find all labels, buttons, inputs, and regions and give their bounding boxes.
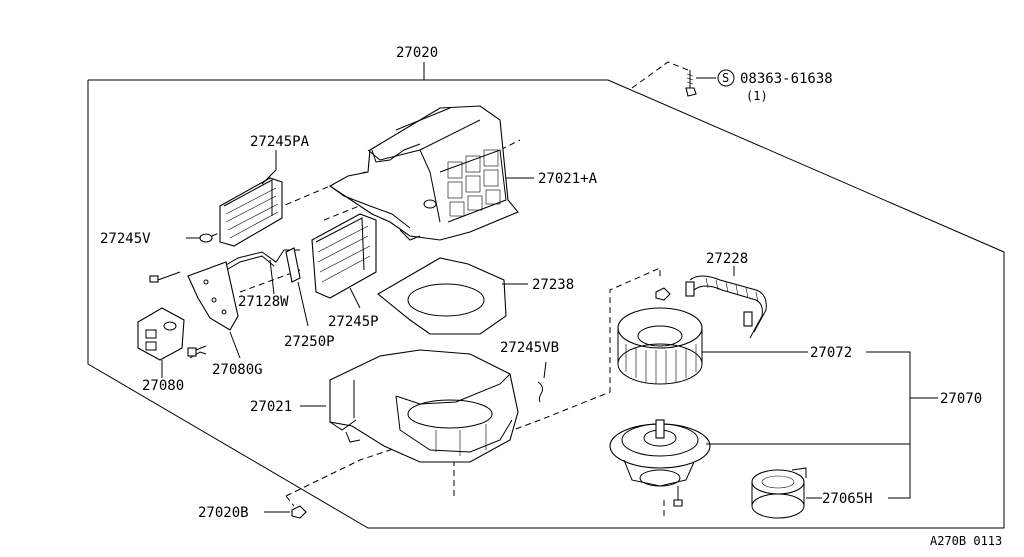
filter-p [311, 213, 377, 299]
resistor-housing [751, 467, 807, 519]
bracket [149, 261, 239, 331]
label-27245pa: 27245PA [250, 134, 310, 150]
standard-part-symbol-icon [717, 69, 735, 87]
assembly-boundary [87, 62, 1005, 529]
actuator [137, 307, 207, 370]
bolt-icon [685, 70, 697, 97]
screw-left-icon [187, 345, 207, 357]
filter-pa [219, 177, 283, 247]
label-27250p: 27250P [284, 334, 335, 350]
clip-v [186, 233, 213, 243]
label-27080g: 27080G [212, 362, 263, 378]
bolt-spec-qty: (1) [746, 89, 768, 103]
lever [285, 247, 301, 283]
figure-code: A270B 0113 [930, 534, 1002, 548]
label-27021-a: 27021+A [538, 171, 598, 187]
part-labels: 27020 27021+A 27245PA 27245V 27128W 2724… [100, 45, 982, 521]
label-27245p: 27245P [328, 314, 379, 330]
label-27021: 27021 [250, 399, 292, 415]
plate [377, 257, 507, 335]
label-27020: 27020 [396, 45, 438, 61]
label-27128w: 27128W [238, 294, 289, 310]
lower-case [329, 349, 519, 463]
upper-case [328, 105, 519, 241]
label-27228: 27228 [706, 251, 748, 267]
label-27065h: 27065H [822, 491, 873, 507]
label-27070: 27070 [940, 391, 982, 407]
fasteners [187, 70, 697, 519]
fan [617, 307, 703, 385]
bolt-spec-symbol: S [722, 71, 729, 85]
label-27072: 27072 [810, 345, 852, 361]
leader-lines [161, 77, 938, 513]
bolt-spec-number: 08363-61638 [740, 71, 833, 87]
screw-icon [673, 486, 683, 507]
label-27238: 27238 [532, 277, 574, 293]
bolt-spec-callout: S 08363-61638 (1) [717, 69, 833, 103]
clip-vb [537, 361, 547, 403]
label-27020b: 27020B [198, 505, 249, 521]
duct-hose [685, 275, 767, 339]
motor [609, 419, 711, 487]
label-27080: 27080 [142, 378, 184, 394]
label-27245v: 27245V [100, 231, 151, 247]
nut-27020b-icon [291, 505, 307, 519]
nut-icon [655, 287, 671, 301]
label-27245vb: 27245VB [500, 340, 559, 356]
